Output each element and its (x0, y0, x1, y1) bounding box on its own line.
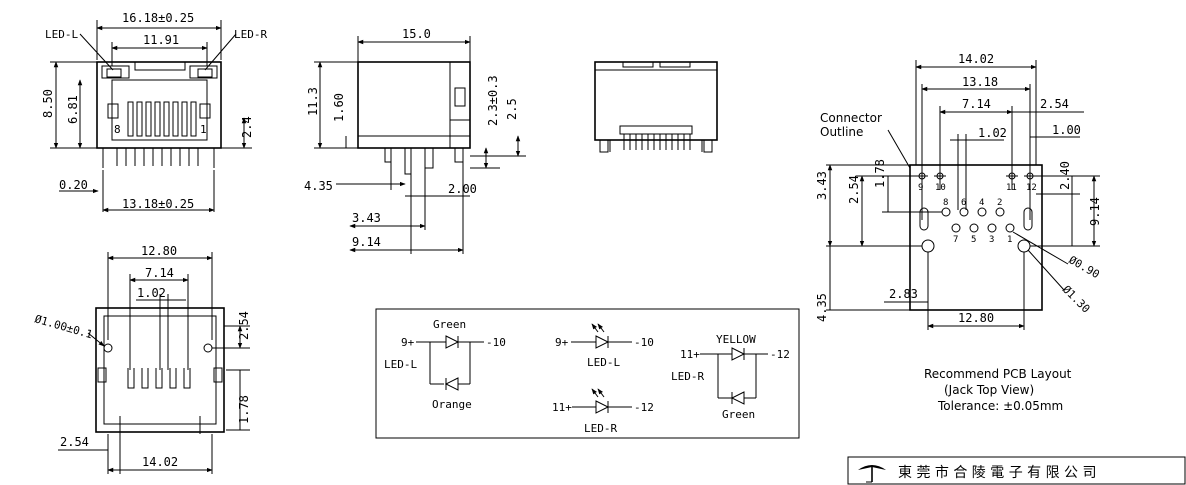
pin-8-label: 8 (114, 123, 121, 136)
pins-upper-row: 8 6 4 2 (941, 198, 1005, 217)
pin-1: 1 (1007, 235, 1012, 245)
bottom-contacts (127, 368, 191, 389)
caption-tolerance: Tolerance: ±0.05mm (937, 399, 1063, 413)
dim-254: 2.54 (237, 311, 251, 340)
pin-12: 12 (1026, 183, 1037, 193)
dim-343: 3.43 (352, 211, 381, 225)
pin-9: 9 (918, 183, 923, 193)
dim-254-bottom: 2.54 (60, 435, 89, 449)
dim-435: 4.35 (304, 179, 333, 193)
pin-7: 7 (953, 235, 958, 245)
pin-3: 3 (989, 235, 994, 245)
dim-hole: Ø1.00±0.1 (33, 312, 94, 341)
dim-100: 1.00 (1052, 123, 1081, 137)
led-schematic: Green 9+ -10 LED-L Orange 9+ -10 LED-L 1… (375, 308, 800, 439)
dim-343: 3.43 (815, 171, 829, 200)
dim-254v: 2.54 (847, 175, 861, 204)
dim-mid: 1.60 (332, 93, 346, 122)
dim-714: 7.14 (962, 97, 991, 111)
dim-102: 1.02 (978, 126, 1007, 140)
pin-11: 11 (1006, 183, 1017, 193)
pin-1-label: 1 (200, 123, 207, 136)
dim-bottom: 13.18±0.25 (122, 197, 194, 211)
pcb-bottom-view: 12.80 7.14 1.02 Ø1.00±0.1 2.54 (33, 244, 251, 474)
dim-240: 2.40 (1058, 161, 1072, 190)
dim-length: 15.0 (402, 27, 431, 41)
rear-pins (623, 134, 691, 150)
node-11: 11+ (680, 348, 700, 361)
pin-6: 6 (961, 198, 966, 208)
node-9b: 9+ (555, 336, 569, 349)
dim-102: 1.02 (137, 286, 166, 300)
dim-130: Ø1.30 (1060, 283, 1093, 316)
dim-body: 6.81 (66, 95, 80, 124)
label-led-l: LED-L (384, 358, 417, 371)
dim-height: 8.50 (41, 89, 55, 118)
dim-914: 9.14 (352, 235, 381, 249)
node-9: 9+ (401, 336, 415, 349)
dim-254: 2.54 (1040, 97, 1069, 111)
dim-714: 7.14 (145, 266, 174, 280)
pins-top-row: 9 10 11 12 (916, 172, 1037, 193)
dim-1402: 14.02 (142, 455, 178, 469)
dim-200: 2.00 (448, 182, 477, 196)
dim-178: 1.78 (873, 159, 887, 188)
dim-914: 9.14 (1088, 197, 1102, 226)
front-pins (102, 148, 215, 168)
pin-8: 8 (943, 198, 948, 208)
front-contacts (127, 101, 197, 137)
dim-width: 12.80 (141, 244, 177, 258)
dim-tab: 2.3±0.3 (486, 75, 500, 126)
node-12: -12 (770, 348, 790, 361)
pcb-layout: 14.02 13.18 7.14 2.54 1.02 1.00 Connecto… (815, 52, 1102, 413)
pin-2: 2 (997, 198, 1002, 208)
dim-pin: 2.4 (240, 116, 254, 138)
led-right-label: LED-R (234, 28, 267, 41)
node-10: -10 (486, 336, 506, 349)
side-view: 15.0 11.3 1.60 2.3±0.3 2.5 4.35 2.00 (304, 27, 526, 254)
company-logo (858, 465, 886, 483)
dim-height: 11.3 (306, 87, 320, 116)
dim-inner: 11.91 (143, 33, 179, 47)
pin-5: 5 (971, 235, 976, 245)
dim-435: 4.35 (815, 293, 829, 322)
connector-outline-2: Outline (820, 125, 863, 139)
node-11b: 11+ (552, 401, 572, 414)
caption-title: Recommend PCB Layout (924, 367, 1072, 381)
rear-view (594, 61, 718, 153)
dim-25: 2.5 (505, 98, 519, 120)
pins-lower-row: 7 5 3 1 (951, 223, 1015, 245)
label-green2: Green (722, 408, 755, 421)
label-yellow: YELLOW (716, 333, 756, 346)
dim-1402: 14.02 (958, 52, 994, 66)
label-green: Green (433, 318, 466, 331)
dim-1280: 12.80 (958, 311, 994, 325)
front-view: 16.18±0.25 11.91 LED-L LED-R (41, 11, 267, 213)
dim-pin-width: 0.20 (59, 178, 88, 192)
caption-view: (Jack Top View) (944, 383, 1034, 397)
label-orange: Orange (432, 398, 472, 411)
dim-178: 1.78 (237, 395, 251, 424)
node-12b: -12 (634, 401, 654, 414)
connector-outline-1: Connector (820, 111, 882, 125)
led-left-label: LED-L (45, 28, 78, 41)
label-led-r: LED-R (671, 370, 704, 383)
company-bar: 東 莞 市 合 陵 電 子 有 限 公 司 (847, 456, 1186, 485)
dim-090: Ø0.90 (1067, 253, 1102, 281)
dim-width: 16.18±0.25 (122, 11, 194, 25)
pin-4: 4 (979, 198, 984, 208)
company-name: 東 莞 市 合 陵 電 子 有 限 公 司 (898, 464, 1097, 481)
dim-283: 2.83 (889, 287, 918, 301)
label-led-l2: LED-L (587, 356, 620, 369)
node-10b: -10 (634, 336, 654, 349)
pin-10: 10 (935, 183, 946, 193)
label-led-r2: LED-R (584, 422, 617, 435)
dim-1318: 13.18 (962, 75, 998, 89)
